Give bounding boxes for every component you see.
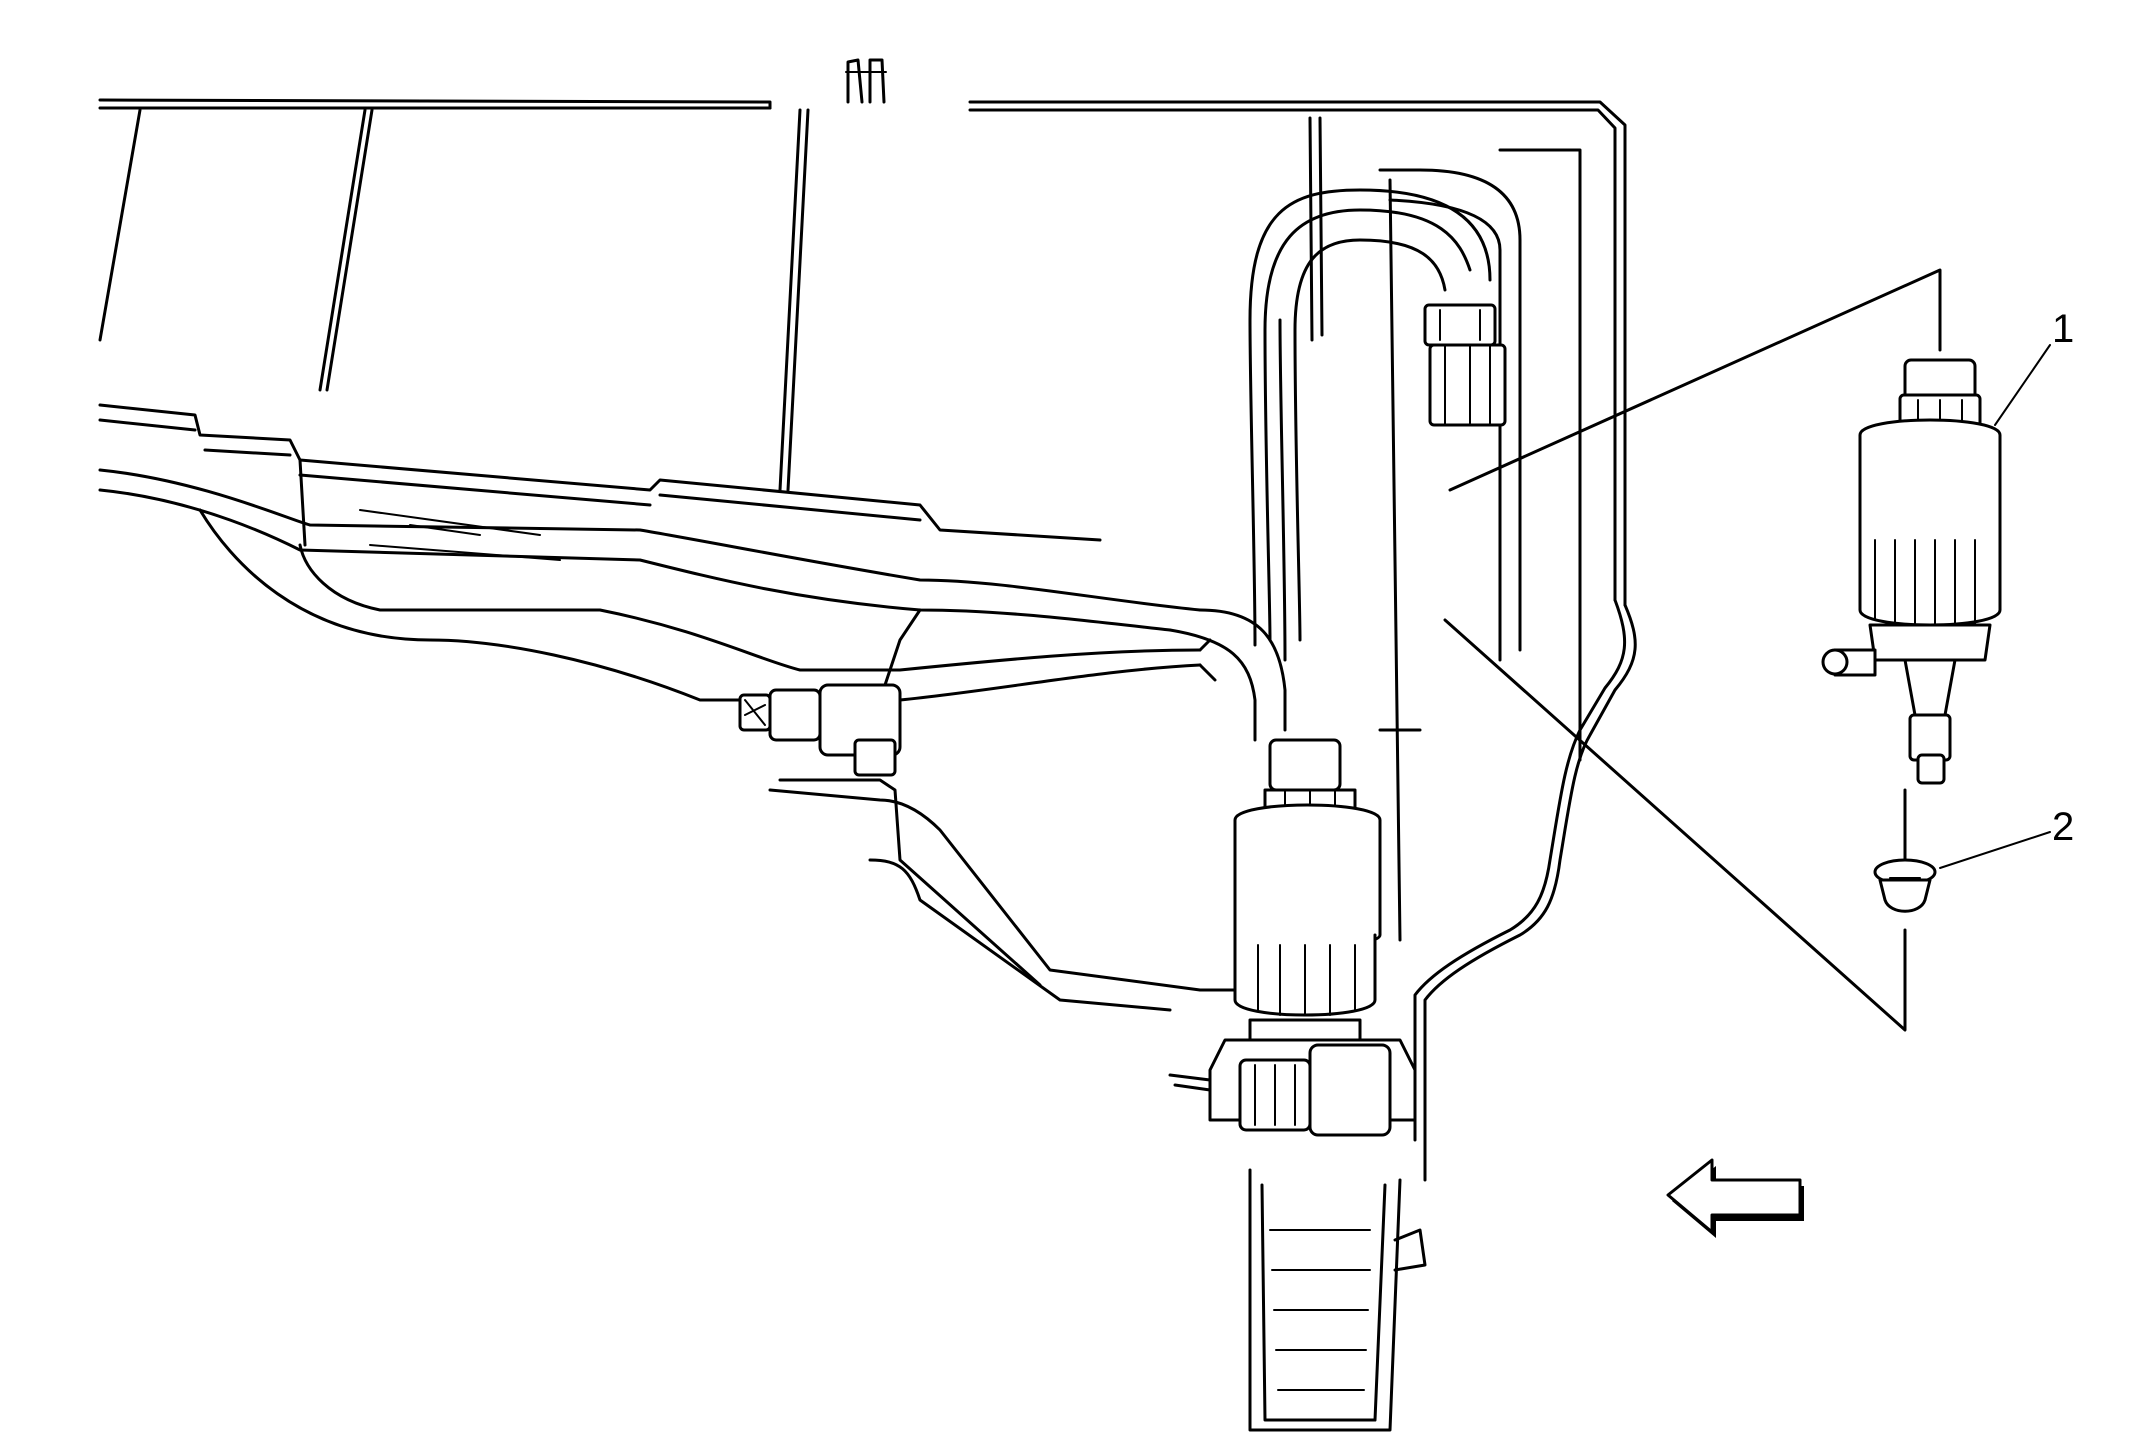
side-hose-fitting [738,683,902,777]
callout-2-label: 2 [2052,805,2074,849]
callout-1: 1 [1994,307,2074,426]
washer-reservoir [98,58,1637,1432]
pump-grommet [1873,858,1937,913]
washer-pump [1821,358,2002,785]
reservoir-connector-upper [1423,303,1507,427]
callout-1-label: 1 [2052,307,2074,351]
left-arrow-icon [1666,1158,1804,1238]
wiring-harness [98,188,1492,742]
installed-pump [1168,738,1417,1137]
callout-2: 2 [1939,805,2074,869]
exploded-leader-lines [1443,268,1942,1032]
